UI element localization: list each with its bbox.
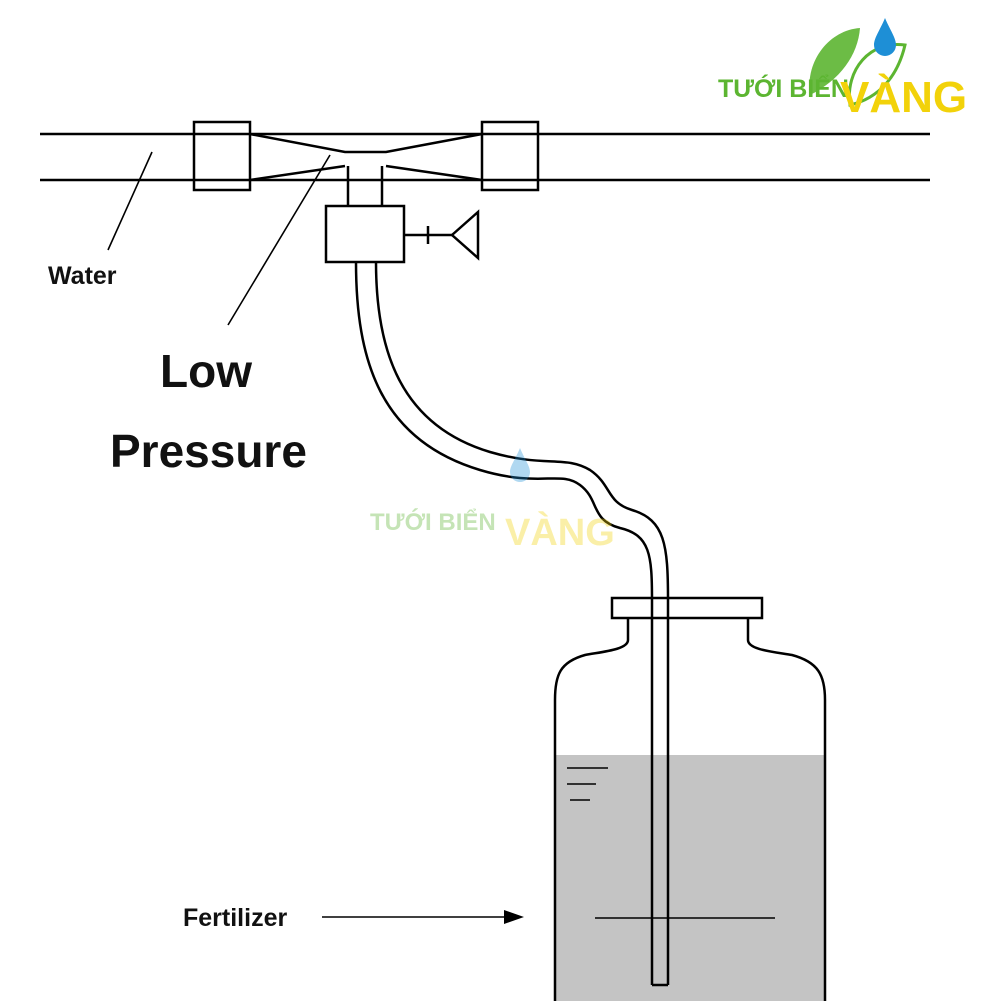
tank-cap (610, 596, 764, 620)
water-pipe (40, 120, 930, 192)
watermark: TƯỚI BIỂN VÀNG (370, 448, 615, 554)
pipe-coupling-right (480, 120, 540, 192)
logo-water-drop-icon (874, 18, 896, 56)
brand-logo: TƯỚI BIỂN VÀNG (718, 18, 967, 122)
watermark-word-1: TƯỚI BIỂN (370, 508, 496, 536)
valve-handle-icon (450, 209, 480, 261)
label-low-pressure-line-2: Pressure (110, 425, 307, 477)
watermark-word-2: VÀNG (505, 510, 615, 554)
low-pressure-pointer-line (227, 154, 331, 326)
logo-leaf-outline-icon (847, 42, 907, 107)
fertilizer-liquid (555, 755, 825, 1001)
label-water-group: Water (48, 151, 153, 290)
suction-tube (324, 166, 670, 601)
venturi-throat (249, 132, 483, 154)
pipe-coupling-left (192, 120, 252, 192)
fertilizer-arrowhead-icon (504, 910, 524, 924)
water-pointer-line (107, 151, 153, 251)
logo-leaf-icon (809, 28, 860, 95)
logo-word-1: TƯỚI BIỂN (718, 73, 849, 103)
watermark-drop-icon (510, 448, 530, 482)
label-fertilizer-group: Fertilizer (183, 904, 524, 932)
logo-word-2: VÀNG (840, 72, 967, 122)
fertilizer-tank (553, 596, 827, 1001)
label-low-pressure-line-1: Low (160, 345, 252, 397)
label-fertilizer: Fertilizer (183, 904, 287, 932)
label-low-pressure-group: Low Pressure (110, 154, 331, 477)
valve-body (324, 204, 406, 264)
label-water: Water (48, 262, 117, 290)
